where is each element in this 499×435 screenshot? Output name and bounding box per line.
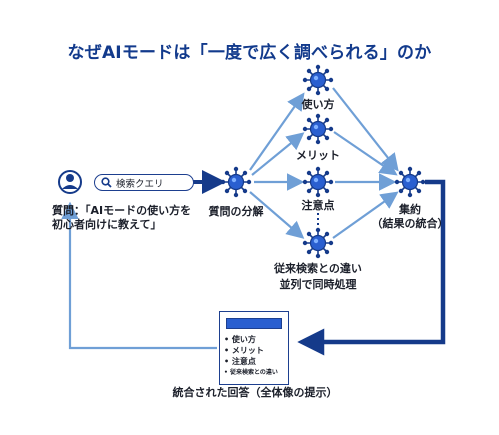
answer-label: 統合された回答（全体像の提示）	[172, 386, 338, 399]
answer-to-user-arrow	[61, 201, 217, 350]
aggregate-label: 集約 （結果の統合）	[371, 203, 449, 230]
answer-item: メリット	[224, 345, 278, 356]
search-query-label: 検索クエリ	[116, 178, 164, 190]
decompose-label: 質問の分解	[208, 205, 264, 218]
answer-item: 使い方	[224, 334, 278, 345]
branch-label-4: 従来検索との違い	[274, 262, 362, 275]
fanout-arrow-1	[249, 92, 305, 171]
answer-item: 注意点	[224, 356, 278, 367]
branch-node-icon-2	[301, 113, 335, 145]
fanin-arrow-2	[333, 131, 398, 176]
branch-label-1: 使い方	[301, 98, 335, 111]
branch-node-icon-1	[301, 64, 335, 97]
branch-label-3: 注意点	[301, 199, 335, 212]
answer-card: 使い方 メリット 注意点 従来検索との違い	[219, 311, 289, 385]
answer-item: 従来検索との違い	[224, 367, 278, 378]
branch-node-icon-3	[301, 166, 335, 198]
fanout-arrow-2	[251, 132, 305, 176]
user-icon	[58, 170, 82, 194]
fanin-arrow-1	[332, 87, 399, 172]
aggregate-node-icon	[393, 166, 427, 198]
decompose-node-icon	[220, 166, 252, 198]
search-query-box: 検索クエリ	[94, 174, 194, 191]
question-label: 質問：「AIモードの使い方を 初心者向けに教えて」	[52, 204, 192, 231]
branch-node-icon-4	[301, 227, 335, 260]
parallel-label: 並列で同時処理	[279, 278, 357, 291]
page-title: なぜAIモードは「一度で広く調べられる」のか	[67, 43, 432, 63]
answer-card-header	[226, 318, 282, 329]
fanin-arrow-4	[332, 191, 399, 239]
branch-label-2: メリット	[296, 149, 340, 162]
search-icon	[101, 177, 112, 188]
aggregate-to-answer-arrow	[297, 179, 446, 356]
answer-list: 使い方 メリット 注意点 従来検索との違い	[224, 334, 278, 378]
fanout-arrow-4	[249, 191, 305, 239]
